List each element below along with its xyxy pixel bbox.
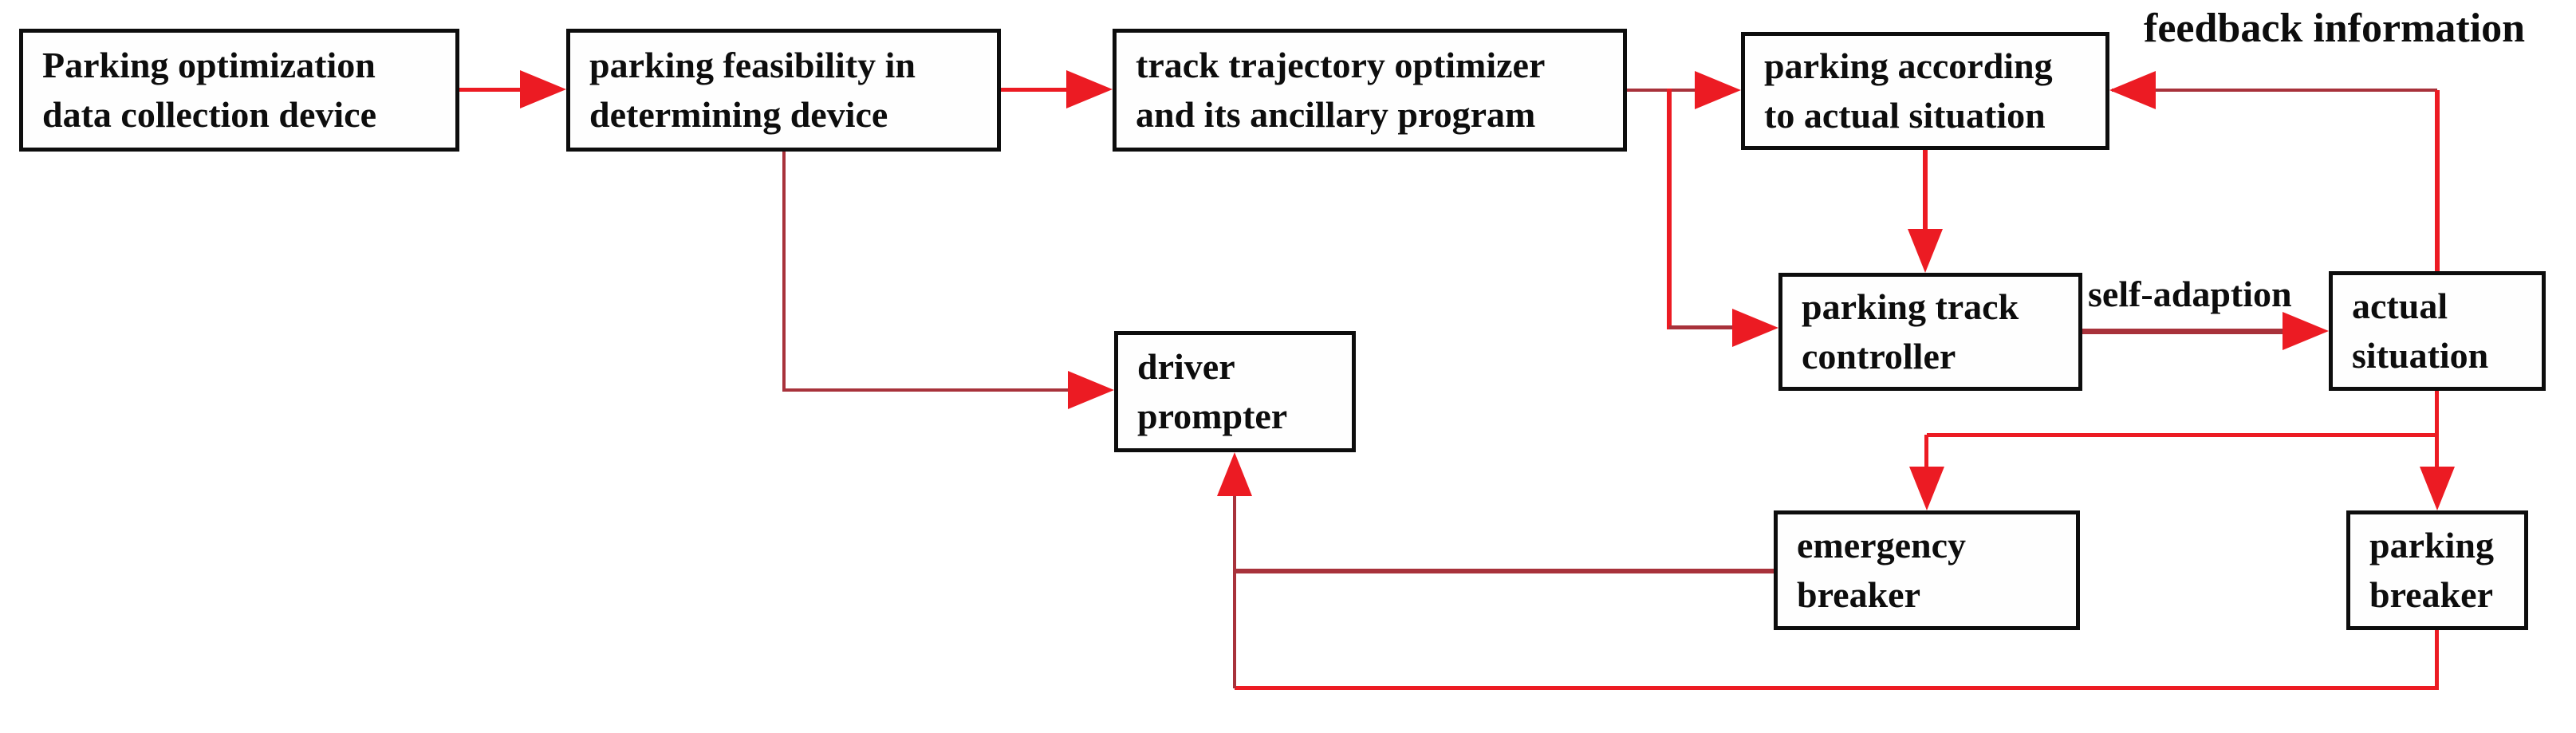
edge-label-self-adaption: self-adaption bbox=[2088, 274, 2292, 314]
arrowhead-into-parking-breaker bbox=[2420, 467, 2455, 510]
node-driver-prompter: driver prompter bbox=[1114, 331, 1356, 452]
node-label-line: parking feasibility in bbox=[589, 45, 916, 85]
node-label-line: parking track bbox=[1802, 286, 2019, 327]
edge-breaker-return-horizontal bbox=[1235, 686, 2437, 690]
edge-feasibility-to-optimizer bbox=[1001, 88, 1073, 92]
edge-feedback-horizontal bbox=[2112, 89, 2437, 92]
edge-optimizer-branch-down bbox=[1667, 89, 1672, 329]
arrowhead-into-parking-according bbox=[1695, 71, 1741, 109]
node-label-line: emergency bbox=[1797, 525, 1966, 566]
node-label-line: data collection device bbox=[42, 94, 377, 135]
edge-parking-according-to-controller bbox=[1923, 150, 1928, 233]
edge-parking-breaker-down bbox=[2435, 630, 2439, 690]
node-label-line: breaker bbox=[2369, 574, 2494, 615]
node-label-line: parking bbox=[2369, 525, 2494, 566]
node-label-line: and its ancillary program bbox=[1136, 94, 1536, 135]
node-label-line: determining device bbox=[589, 94, 888, 135]
node-parking-track-controller: parking track controller bbox=[1778, 273, 2082, 391]
edge-split-to-emergency-horizontal bbox=[1927, 433, 2437, 437]
node-parking-feasibility-determining-device: parking feasibility in determining devic… bbox=[566, 29, 1001, 152]
edge-emergency-to-prompter bbox=[1235, 569, 1774, 573]
node-label-line: Parking optimization bbox=[42, 45, 376, 85]
arrowhead-into-prompter-left bbox=[1068, 371, 1114, 409]
arrowhead-into-optimizer bbox=[1066, 70, 1113, 108]
edge-return-up-to-prompter bbox=[1233, 487, 1236, 688]
node-parking-optimization-data-collection-device: Parking optimization data collection dev… bbox=[19, 29, 459, 152]
arrowhead-into-prompter-bottom bbox=[1217, 452, 1252, 496]
arrowhead-feedback-into-parking-according bbox=[2109, 71, 2156, 109]
arrowhead-into-controller-top bbox=[1908, 229, 1943, 273]
edge-actual-situation-down bbox=[2435, 391, 2439, 471]
node-label-line: to actual situation bbox=[1764, 95, 2046, 136]
node-label-line: breaker bbox=[1797, 574, 1921, 615]
edge-optimizer-to-parking-according bbox=[1627, 89, 1703, 92]
node-track-trajectory-optimizer: track trajectory optimizer and its ancil… bbox=[1113, 29, 1627, 152]
arrowhead-into-emergency-breaker bbox=[1909, 467, 1944, 510]
edge-label-feedback-information: feedback information bbox=[2144, 6, 2526, 51]
node-parking-according-actual-situation: parking according to actual situation bbox=[1741, 32, 2109, 150]
node-parking-breaker: parking breaker bbox=[2346, 510, 2528, 630]
node-emergency-breaker: emergency breaker bbox=[1774, 510, 2080, 630]
node-label-line: actual bbox=[2352, 286, 2448, 326]
edge-feedback-vertical bbox=[2435, 90, 2440, 271]
node-label-line: track trajectory optimizer bbox=[1136, 45, 1546, 85]
edge-collection-to-feasibility bbox=[459, 88, 526, 92]
arrowhead-into-controller-left bbox=[1732, 309, 1778, 347]
arrowhead-into-feasibility bbox=[520, 70, 566, 108]
arrowhead-into-actual-situation bbox=[2283, 312, 2329, 350]
node-label-line: driver bbox=[1137, 346, 1235, 387]
node-label-line: situation bbox=[2352, 335, 2489, 376]
node-label-line: controller bbox=[1802, 336, 1956, 376]
edge-feasibility-drop bbox=[782, 152, 786, 391]
edge-controller-to-actual-situation bbox=[2082, 329, 2290, 334]
edge-optimizer-to-controller bbox=[1669, 325, 1741, 329]
node-actual-situation: actual situation bbox=[2329, 271, 2546, 391]
edge-split-to-emergency-vertical bbox=[1924, 435, 1928, 471]
node-label-line: prompter bbox=[1137, 396, 1288, 436]
edge-feasibility-to-prompter bbox=[782, 388, 1069, 392]
node-label-line: parking according bbox=[1764, 45, 2053, 86]
